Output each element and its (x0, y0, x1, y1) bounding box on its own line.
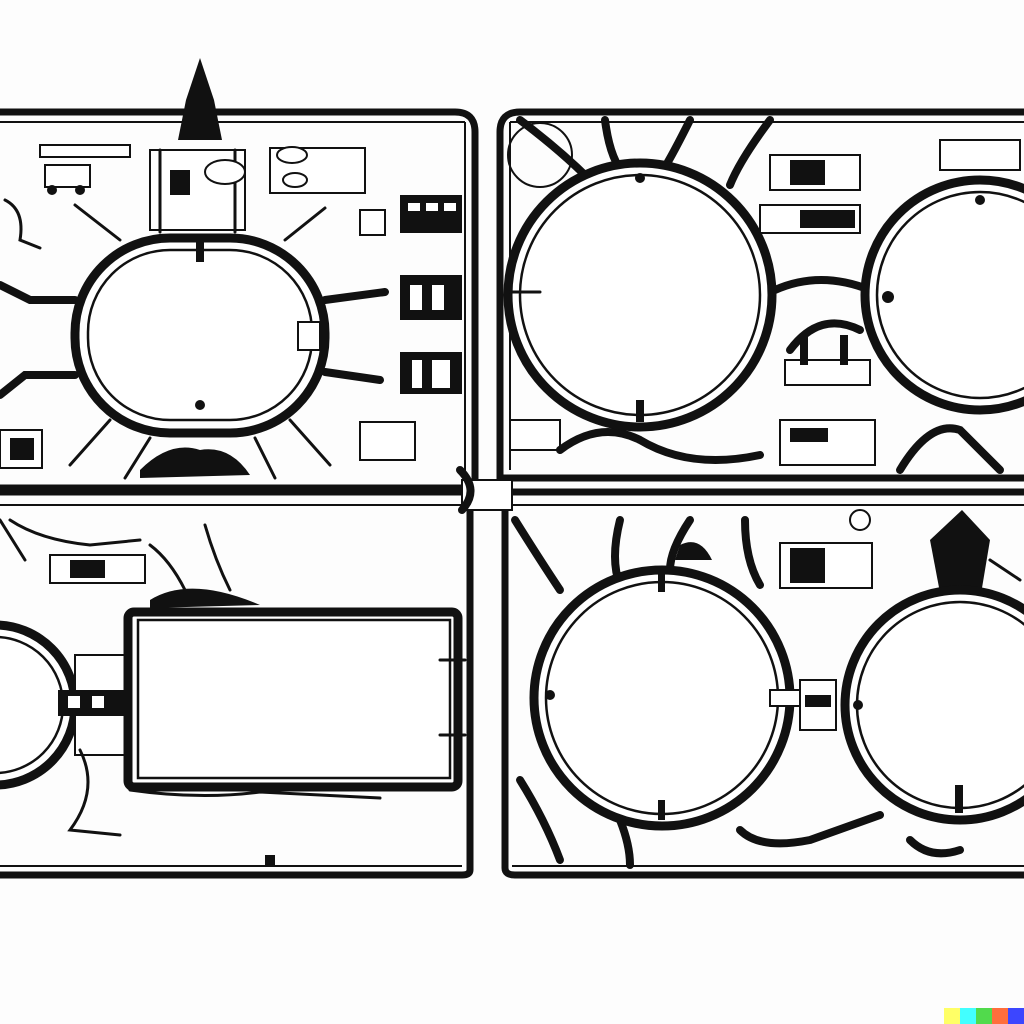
watermark-swatch (960, 1008, 976, 1024)
watermark-swatch (944, 1008, 960, 1024)
panel-bottom-right (505, 492, 1024, 875)
panel-bottom-left (0, 492, 470, 875)
spire-ornament (150, 58, 245, 232)
panel-top-right (500, 112, 1024, 478)
large-ring-left (534, 570, 790, 826)
color-strip-watermark (944, 1008, 1024, 1024)
panel-top-left (0, 58, 475, 488)
watermark-swatch (976, 1008, 992, 1024)
watermark-swatch (1008, 1008, 1024, 1024)
watermark-swatch (992, 1008, 1008, 1024)
large-ring-right (845, 590, 1024, 820)
large-ring-left (508, 163, 772, 427)
oval-ring (75, 238, 325, 433)
rectangular-screen (128, 612, 465, 787)
large-ring-right (865, 180, 1024, 410)
